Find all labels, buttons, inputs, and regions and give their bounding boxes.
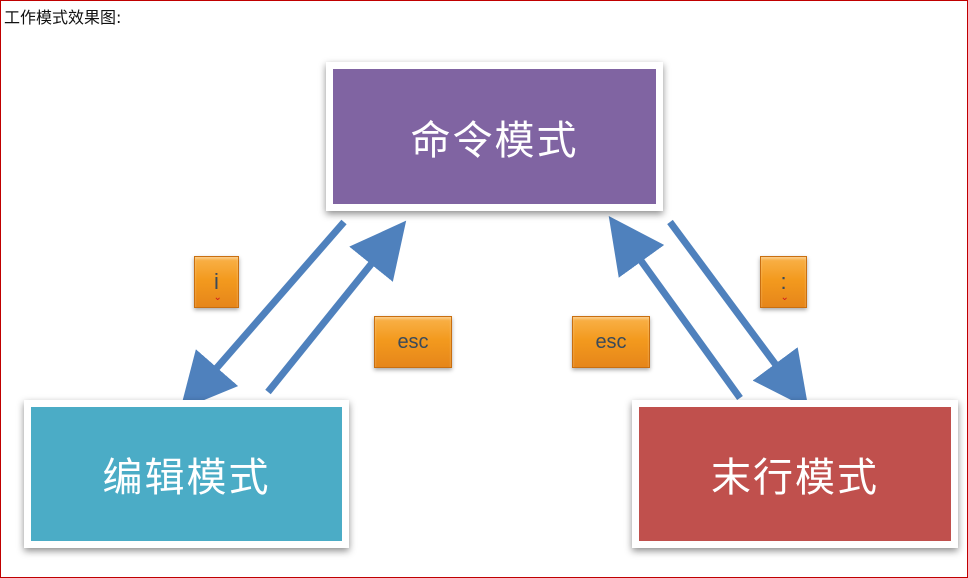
arrow-command-to-lastline [667, 219, 809, 409]
arrow-command-to-insert [180, 219, 347, 410]
key-i-label: i [214, 269, 219, 294]
key-esc-right-badge: esc [572, 316, 650, 368]
key-colon-badge: : ⌄ [760, 256, 807, 308]
arrow-insert-to-command [265, 220, 407, 395]
key-esc-left-badge: esc [374, 316, 452, 368]
lastline-mode-label: 末行模式 [711, 455, 879, 501]
cursor-mark-icon: ⌄ [213, 292, 222, 303]
command-mode-label: 命令模式 [410, 117, 579, 164]
key-colon-label: : [780, 269, 787, 294]
lastline-mode-box: 末行模式 [632, 400, 958, 548]
command-mode-box: 命令模式 [326, 62, 663, 211]
arrow-lastline-to-command [608, 215, 743, 401]
insert-mode-label: 编辑模式 [102, 455, 271, 501]
key-esc-right-label: esc [595, 330, 627, 353]
cursor-mark-icon: ⌄ [780, 292, 789, 303]
insert-mode-box: 编辑模式 [24, 400, 349, 548]
key-esc-left-label: esc [397, 330, 429, 353]
page-title: 工作模式效果图: [4, 8, 122, 27]
key-i-badge: i ⌄ [194, 256, 239, 308]
